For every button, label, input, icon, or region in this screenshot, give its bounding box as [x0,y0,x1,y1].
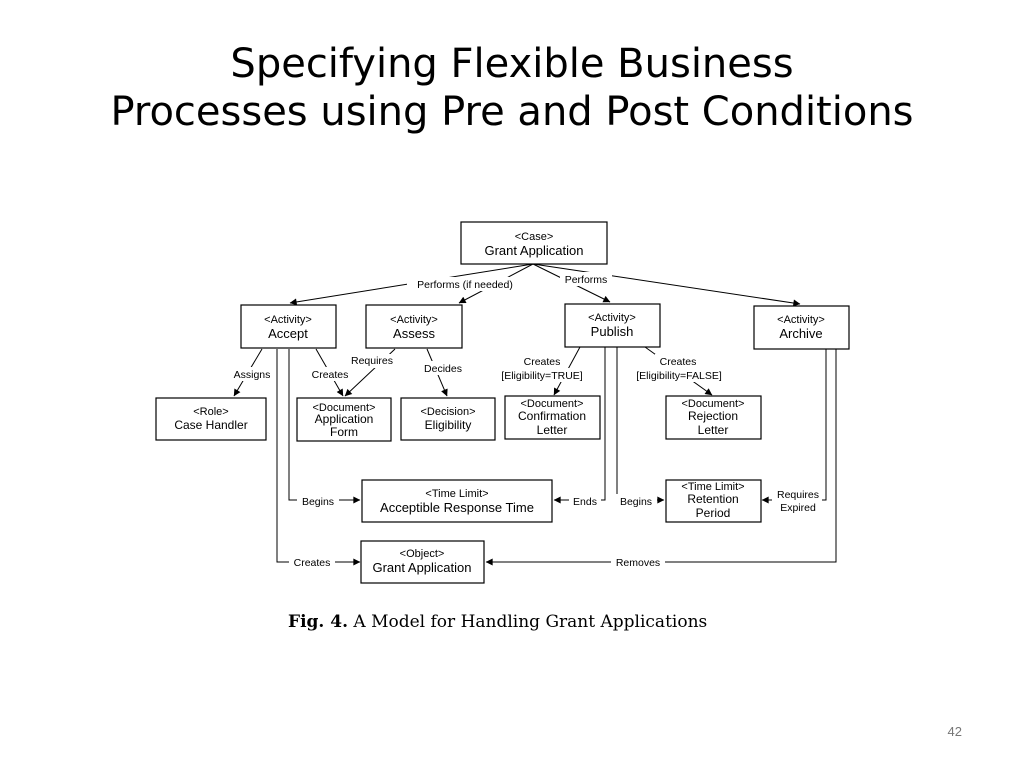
edge-label-requires: Requires [351,355,393,367]
node-acceptible-response-time: <Time Limit> Acceptible Response Time [361,479,553,523]
node-case-handler: <Role> Case Handler [155,397,267,441]
node-label: Archive [779,326,822,341]
node-label: Publish [591,324,634,339]
edge-label-ends: Ends [573,496,597,508]
edge-labels: Performs (if needed) Performs Assigns Cr… [229,272,822,569]
edge-requires-expired [761,349,827,504]
node-stereotype: <Activity> [588,312,636,324]
node-label-line-2: Letter [698,423,729,437]
slide-title-line-2: Processes using Pre and Post Conditions [110,89,914,135]
node-label-line-2: Letter [537,423,568,437]
node-accept: <Activity> Accept [240,304,337,349]
edge-label-begins-2: Begins [620,496,652,508]
node-label: Accept [268,326,308,341]
figure-caption: Fig. 4. A Model for Handling Grant Appli… [288,612,707,632]
edge-label-performs: Performs [565,274,608,286]
node-stereotype: <Activity> [264,314,312,326]
node-publish: <Activity> Publish [564,303,661,348]
node-case-grant-application: <Case> Grant Application [460,221,608,265]
node-confirmation-letter: <Document> Confirmation Letter [504,395,601,440]
edge-label-accept-creates: Creates [312,369,349,381]
edge-label-creates-true: Creates [524,356,561,368]
nodes: <Case> Grant Application <Activity> Acce… [155,221,850,584]
node-archive: <Activity> Archive [753,305,850,350]
edge-label-decides: Decides [424,363,462,375]
figure-caption-text: A Model for Handling Grant Applications [353,612,708,632]
slide-title: Specifying Flexible Business Processes u… [0,40,1024,136]
edge-label-removes: Removes [616,557,660,569]
edge-label-eligibility-true: [Eligibility=TRUE] [501,370,582,382]
edge-label-creates-object: Creates [294,557,331,569]
node-label: Case Handler [174,418,247,432]
node-label: Acceptible Response Time [380,500,534,515]
node-stereotype: <Time Limit> [425,488,488,500]
node-assess: <Activity> Assess [365,304,463,349]
node-stereotype: <Role> [193,406,228,418]
edge-label-assigns: Assigns [234,369,271,381]
node-stereotype: <Document> [521,398,584,410]
edge-label-performs-if-needed: Performs (if needed) [417,279,513,291]
edge-label-requires-expired-2: Expired [780,502,816,514]
node-label-line-2: Period [696,506,731,520]
page-number: 42 [947,724,962,739]
node-rejection-letter: <Document> Rejection Letter [665,395,762,440]
edge-removes-object [485,349,837,566]
node-label-line-1: Retention [687,492,738,506]
node-stereotype: <Decision> [420,406,475,418]
node-retention-period: <Time Limit> Retention Period [665,479,762,523]
node-stereotype: <Activity> [390,314,438,326]
node-stereotype: <Document> [313,402,376,414]
node-stereotype: <Object> [400,548,445,560]
node-application-form: <Document> Application Form [296,397,392,442]
node-label: Eligibility [425,418,472,432]
node-label: Assess [393,326,435,341]
edge-label-creates-false: Creates [660,356,697,368]
node-eligibility: <Decision> Eligibility [400,397,496,441]
node-label: Grant Application [372,560,471,575]
edge-performs-archive [532,263,801,307]
node-label-line-2: Form [330,425,358,439]
slide-title-line-1: Specifying Flexible Business [230,41,794,87]
node-stereotype: <Case> [515,231,554,243]
node-label-line-1: Rejection [688,409,738,423]
edge-label-eligibility-false: [Eligibility=FALSE] [636,370,722,382]
node-stereotype: <Time Limit> [681,481,744,493]
figure-caption-label: Fig. 4. [288,612,348,632]
node-stereotype: <Activity> [777,314,825,326]
node-label-line-1: Application [315,412,374,426]
node-object-grant-application: <Object> Grant Application [360,540,485,584]
edge-label-begins-1: Begins [302,496,334,508]
node-label-line-1: Confirmation [518,409,586,423]
node-stereotype: <Document> [682,398,745,410]
edge-label-requires-expired-1: Requires [777,489,819,501]
node-label: Grant Application [484,243,583,258]
